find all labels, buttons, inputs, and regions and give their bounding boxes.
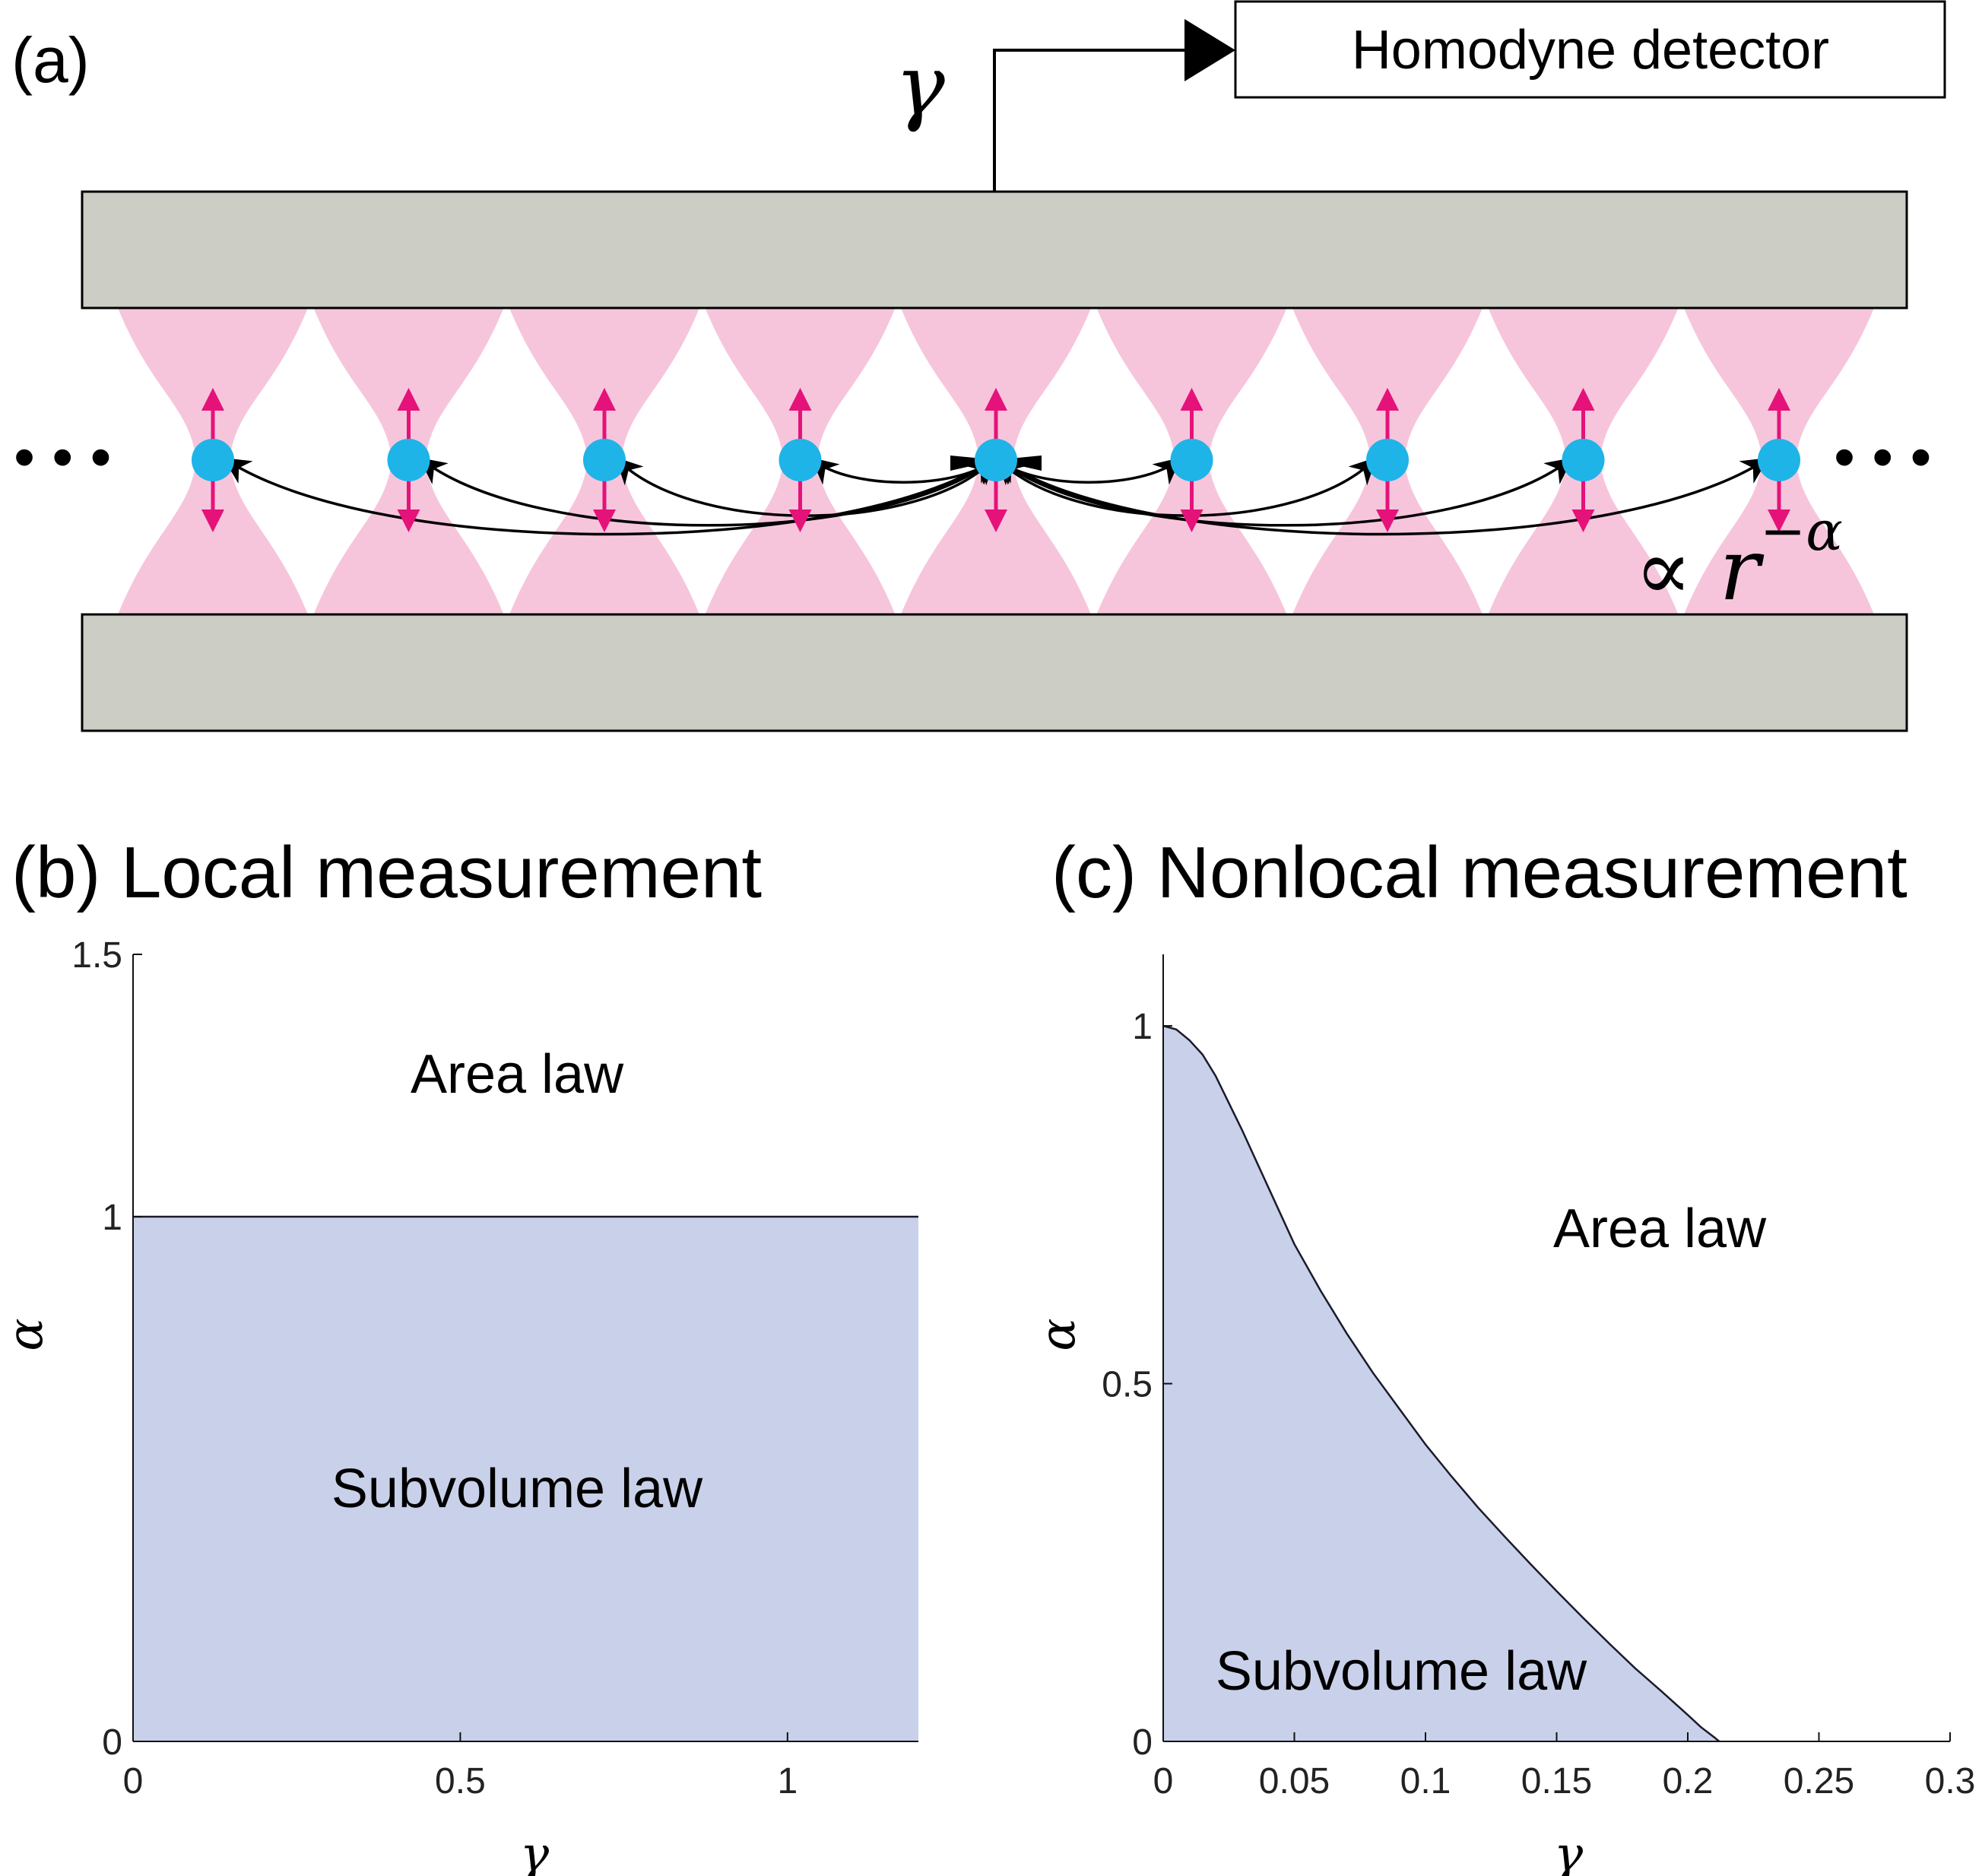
detector-output-line <box>993 49 1186 192</box>
panel-c-subvolume-law: Subvolume law <box>1216 1641 1587 1702</box>
panel-a: (a) Homodyne detector γ • • • • • • ∝ r−… <box>11 0 1946 732</box>
interaction-arrow <box>998 458 1769 536</box>
y-tick-label: 1 <box>102 1198 122 1238</box>
atom-3 <box>583 388 626 532</box>
atom-dot <box>779 439 822 481</box>
bottom-mirror <box>81 613 1908 732</box>
x-tick-label: 0.05 <box>1259 1761 1330 1801</box>
power-law-exponent: −α <box>1760 499 1843 563</box>
panel-a-label: (a) <box>11 24 90 96</box>
gamma-rate-symbol: γ <box>895 37 945 134</box>
panel-b-phase-diagram: 0 0.5 1 0 1 1.5 <box>71 935 918 1801</box>
panel-c-phase-diagram: 0 0.05 0.1 0.15 0.2 0.25 0.3 0 0.5 1 <box>1102 954 1975 1801</box>
interaction-arrow <box>997 457 1573 527</box>
homodyne-detector-box <box>1234 0 1946 99</box>
panel-b-area-law: Area law <box>411 1044 624 1105</box>
atom-dot <box>1366 439 1409 481</box>
panel-b-title: (b) Local measurement <box>11 832 762 913</box>
panel-b-ylabel: α <box>0 1318 54 1351</box>
x-tick-label: 0.1 <box>1400 1761 1451 1801</box>
panel-b-xlabel: γ <box>520 1827 550 1876</box>
x-tick-label: 0.15 <box>1521 1761 1592 1801</box>
x-tick-label: 0.5 <box>435 1761 486 1801</box>
power-law-base: ∝ r <box>1635 521 1765 620</box>
atom-5 <box>975 388 1017 532</box>
y-tick-label: 0 <box>102 1722 122 1763</box>
panel-c: (c) Nonlocal measurement 0 0.05 0.1 0.15 0.2… <box>1030 832 1975 1876</box>
x-tick-label: 1 <box>777 1761 798 1801</box>
x-tick-label: 0 <box>123 1761 144 1801</box>
homodyne-detector-label: Homodyne detector <box>1352 20 1829 81</box>
x-tick-label: 0.25 <box>1784 1761 1854 1801</box>
atom-dot <box>387 439 430 481</box>
ellipsis-right: • • • <box>1834 423 1931 490</box>
atom-9 <box>1758 388 1800 532</box>
interaction-arrow-back <box>966 457 997 484</box>
x-tick-label: 0.3 <box>1925 1761 1976 1801</box>
y-tick-label: 0 <box>1132 1722 1153 1763</box>
interaction-arrow <box>419 457 994 527</box>
panel-c-ylabel: α <box>1030 1318 1086 1351</box>
top-mirror <box>81 190 1908 309</box>
atom-dot <box>1562 439 1605 481</box>
panel-c-area-law: Area law <box>1553 1198 1767 1259</box>
panel-c-xlabel: γ <box>1554 1827 1584 1876</box>
atom-8 <box>1562 388 1605 532</box>
subvolume-region <box>1163 1026 1720 1741</box>
atom-1 <box>192 388 234 532</box>
atom-6 <box>1170 388 1213 532</box>
interaction-arrow <box>223 458 994 536</box>
y-tick-label: 0.5 <box>1102 1365 1153 1405</box>
phase-boundary <box>1162 1024 1720 1742</box>
interaction-arrow-back <box>995 457 1026 484</box>
y-tick-label: 1.5 <box>71 935 122 976</box>
atom-dot <box>975 439 1017 481</box>
panel-b-subvolume-law: Subvolume law <box>331 1459 703 1519</box>
x-tick-label: 0.2 <box>1663 1761 1714 1801</box>
atom-dot <box>192 439 234 481</box>
atom-chain <box>192 388 1800 532</box>
power-law-label: ∝ r−α <box>1635 499 1843 620</box>
detector-arrow-icon <box>1184 19 1235 81</box>
atom-2 <box>387 388 430 532</box>
panel-b: (b) Local measurement 0 0.5 1 0 1 1.5 Area la… <box>0 832 918 1876</box>
x-tick-label: 0 <box>1153 1761 1174 1801</box>
atom-dot <box>1758 439 1800 481</box>
subvolume-region <box>133 1217 918 1741</box>
atom-dot <box>1170 439 1213 481</box>
atom-dot <box>583 439 626 481</box>
atom-4 <box>779 388 822 532</box>
panel-c-title: (c) Nonlocal measurement <box>1051 832 1907 913</box>
ellipsis-left: • • • <box>14 423 111 490</box>
atom-7 <box>1366 388 1409 532</box>
y-tick-label: 1 <box>1132 1007 1153 1047</box>
